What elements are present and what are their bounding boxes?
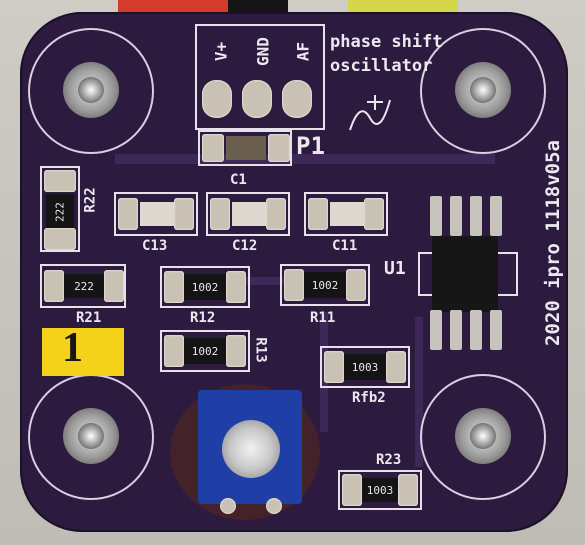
c11-pad: [308, 198, 328, 230]
r23-label: R23: [376, 452, 402, 468]
board-title-line2: oscillator: [330, 56, 433, 76]
u1-pin: [470, 310, 482, 350]
r11-pad: [284, 269, 304, 301]
trace: [115, 154, 495, 164]
yellow-wire: [348, 0, 458, 14]
r13-marking: 1002: [184, 338, 226, 364]
trace: [415, 317, 423, 467]
r13-label: R13: [252, 337, 269, 363]
u1-pin: [450, 196, 462, 236]
header-pad-2: [242, 80, 272, 118]
rfb2-marking: 1003: [344, 354, 386, 380]
r22-pad-top: [44, 170, 76, 192]
u1-pin: [430, 196, 442, 236]
version-text: 2020 ipro 1118v05a: [542, 140, 564, 346]
r12-label: R12: [190, 310, 216, 326]
r12-pad: [226, 271, 246, 303]
r13-pad: [164, 335, 184, 367]
pin-label-vplus: V+: [211, 41, 231, 62]
c1-pad-right: [268, 134, 290, 162]
c13-outline: [114, 192, 198, 236]
pin-label-af: AF: [293, 41, 313, 62]
red-wire: [118, 0, 228, 14]
u1-pin: [450, 310, 462, 350]
r21-marking: 222: [64, 274, 104, 298]
rfb2-pad: [324, 351, 344, 383]
r22-pad-bottom: [44, 228, 76, 250]
pot-pin: [266, 498, 282, 514]
c11-label: C11: [332, 238, 358, 254]
r12-marking: 1002: [184, 274, 226, 300]
c12-body: [232, 202, 266, 226]
marker-digit: 1: [62, 325, 83, 371]
c1-label: C1: [230, 172, 247, 188]
c13-label: C13: [142, 238, 168, 254]
c1-outline: [198, 130, 292, 166]
r11-outline: [280, 264, 370, 306]
u1-pin: [490, 196, 502, 236]
u1-pin: [490, 310, 502, 350]
c12-pad: [266, 198, 286, 230]
screw-icon: [78, 423, 104, 449]
r21-label: R21: [76, 310, 102, 326]
r11-label: R11: [310, 310, 336, 326]
r11-pad: [346, 269, 366, 301]
trimmer-knob-icon: [222, 420, 280, 478]
oscillator-symbol-icon: [349, 95, 391, 131]
r23-outline: [338, 470, 422, 510]
black-wire: [228, 0, 288, 14]
r12-outline: [160, 266, 250, 308]
c13-body: [140, 202, 174, 226]
r23-pad: [398, 474, 418, 506]
rfb2-label: Rfb2: [352, 390, 386, 406]
c11-body: [330, 202, 364, 226]
pcb-board: V+ GND AF phase shift oscillator P1 C1 2…: [20, 12, 568, 532]
u1-label: U1: [384, 258, 406, 279]
r22-label: R22: [82, 187, 99, 213]
header-pad-3: [282, 80, 312, 118]
c13-pad: [118, 198, 138, 230]
r12-pad: [164, 271, 184, 303]
r23-marking: 1003: [362, 478, 398, 502]
c1-body: [226, 136, 266, 160]
c11-outline: [304, 192, 388, 236]
connector-outline: [195, 24, 325, 130]
r13-pad: [226, 335, 246, 367]
u1-pin: [430, 310, 442, 350]
r11-marking: 1002: [304, 272, 346, 298]
r23-pad: [342, 474, 362, 506]
screw-icon: [78, 77, 104, 103]
header-pad-1: [202, 80, 232, 118]
screw-icon: [470, 423, 496, 449]
r21-pad: [44, 270, 64, 302]
r21-pad: [104, 270, 124, 302]
yellow-marker: [42, 328, 124, 376]
c13-pad: [174, 198, 194, 230]
pin-label-gnd: GND: [253, 37, 273, 66]
rfb2-pad: [386, 351, 406, 383]
u1-chip: [432, 236, 498, 312]
mounting-hole-top-right: [420, 28, 546, 154]
rfb2-outline: [320, 346, 410, 388]
mounting-hole-bottom-right: [420, 374, 546, 500]
mounting-hole-top-left: [28, 28, 154, 154]
c12-pad: [210, 198, 230, 230]
c1-pad-left: [202, 134, 224, 162]
c12-label: C12: [232, 238, 258, 254]
r22-outline: [40, 166, 80, 252]
screw-icon: [470, 77, 496, 103]
r22-marking: 222: [46, 194, 74, 230]
pot-pin: [220, 498, 236, 514]
r21-outline: [40, 264, 126, 308]
u1-pin: [470, 196, 482, 236]
r13-outline: [160, 330, 250, 372]
trace: [170, 277, 340, 285]
c12-outline: [206, 192, 290, 236]
connector-label: P1: [296, 132, 325, 160]
c11-pad: [364, 198, 384, 230]
board-title-line1: phase shift: [330, 32, 443, 52]
